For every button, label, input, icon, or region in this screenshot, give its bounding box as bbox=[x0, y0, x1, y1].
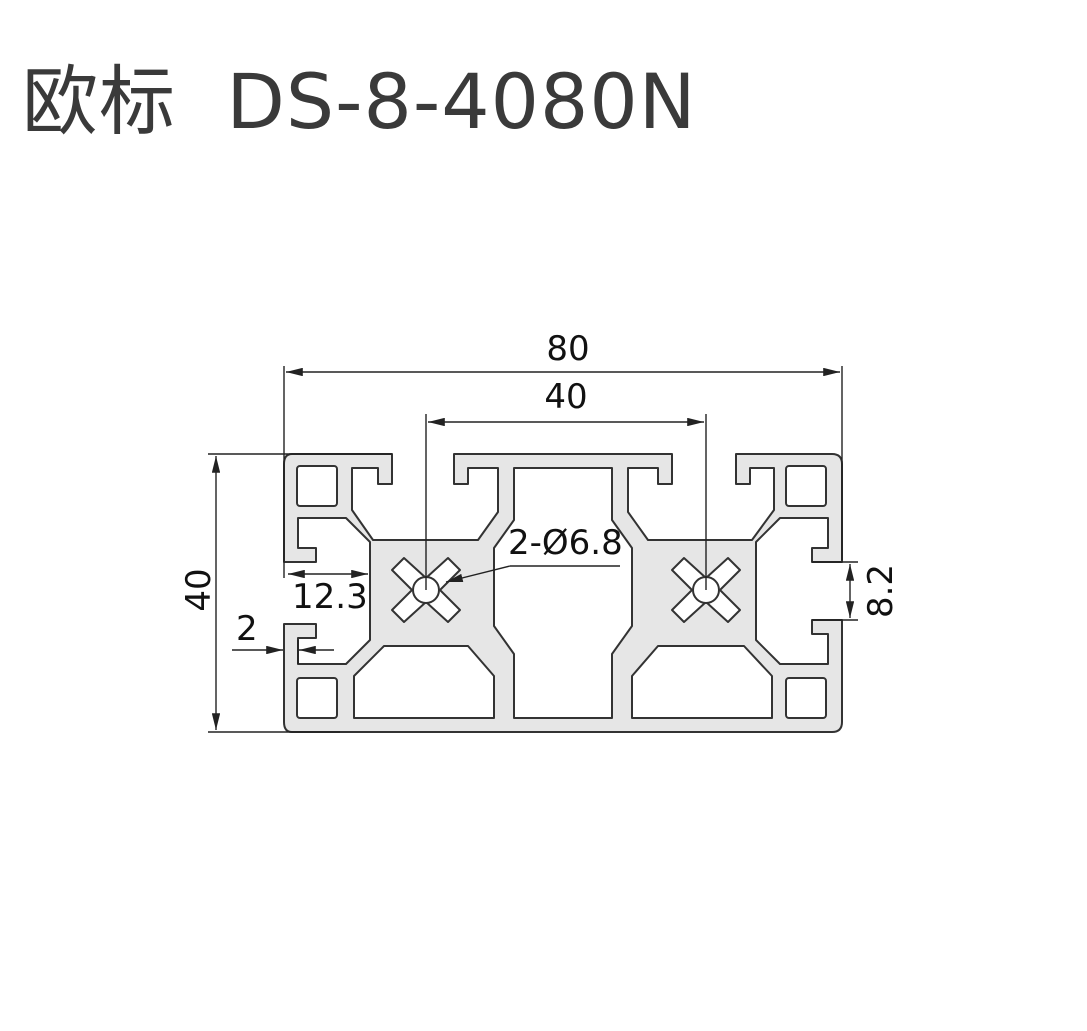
hole-diameter-label: 2-Ø6.8 bbox=[508, 523, 623, 563]
corner-cavity-top-right bbox=[785, 465, 827, 507]
page-title: 欧标 DS-8-4080N bbox=[22, 57, 697, 146]
bottom-right-cavity bbox=[631, 645, 773, 719]
corner-cavity-top-left bbox=[296, 465, 338, 507]
corner-cavity-bottom-right bbox=[785, 677, 827, 719]
hole-leader-arrow bbox=[445, 565, 511, 583]
dim-8-2-label: 8.2 bbox=[861, 564, 901, 618]
corner-cavity-bottom-left bbox=[296, 677, 338, 719]
dim-40h-label: 40 bbox=[544, 377, 587, 417]
dim-12-3-label: 12.3 bbox=[292, 577, 368, 617]
dim-40v-label: 40 bbox=[179, 568, 219, 611]
dim-80-label: 80 bbox=[546, 329, 589, 369]
center-cavity bbox=[493, 467, 633, 719]
dim-2-label: 2 bbox=[236, 609, 258, 649]
bottom-left-cavity bbox=[353, 645, 495, 719]
